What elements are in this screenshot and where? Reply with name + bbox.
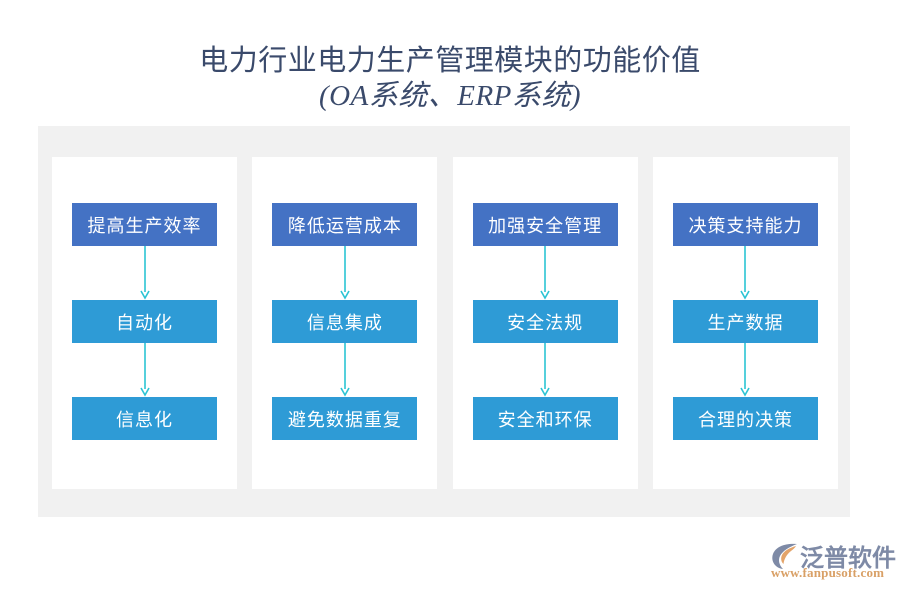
node-box-c1-level0[interactable]: 提高生产效率 [72, 203, 217, 246]
arrow-down-icon-c4-a [738, 246, 752, 300]
arrow-down-icon-c1-b [138, 343, 152, 397]
node-box-c3-level1[interactable]: 安全法规 [472, 300, 618, 343]
node-box-c3-level0[interactable]: 加强安全管理 [472, 203, 618, 246]
logo-wordmark: 泛普软件 [800, 546, 896, 572]
arrow-down-icon-c3-a [538, 246, 552, 300]
diagram-column-2: 降低运营成本 信息集成 避免数据重复 [252, 157, 438, 489]
fanpu-c-mark-icon [770, 542, 800, 570]
node-box-c3-level2[interactable]: 安全和环保 [472, 397, 618, 440]
page-title-line-2: (OA系统、ERP系统) [318, 80, 582, 113]
diagram-panel: 提高生产效率 自动化 信息化 降低运营成本 信息集成 [38, 126, 850, 517]
arrow-down-icon-c1-a [138, 246, 152, 300]
arrow-down-icon-c3-b [538, 343, 552, 397]
node-box-c2-level0[interactable]: 降低运营成本 [272, 203, 418, 246]
node-box-c4-level2[interactable]: 合理的决策 [672, 397, 818, 440]
node-box-c2-level1[interactable]: 信息集成 [272, 300, 418, 343]
node-box-c1-level2[interactable]: 信息化 [72, 397, 217, 440]
node-box-c2-level2[interactable]: 避免数据重复 [272, 397, 418, 440]
diagram-column-4: 决策支持能力 生产数据 合理的决策 [652, 157, 838, 489]
node-box-c4-level1[interactable]: 生产数据 [672, 300, 818, 343]
node-box-c4-level0[interactable]: 决策支持能力 [672, 203, 818, 246]
brand-logo: 泛普软件 www.fanpusoft.com [770, 538, 896, 582]
arrow-down-icon-c4-b [738, 343, 752, 397]
logo-url: www.fanpusoft.com [771, 565, 885, 580]
node-box-c1-level1[interactable]: 自动化 [72, 300, 217, 343]
arrow-down-icon-c2-a [338, 246, 352, 300]
arrow-down-icon-c2-b [338, 343, 352, 397]
diagram-column-1: 提高生产效率 自动化 信息化 [52, 157, 237, 489]
diagram-column-3: 加强安全管理 安全法规 安全和环保 [452, 157, 638, 489]
page-title-line-1: 电力行业电力生产管理模块的功能价值 [199, 45, 701, 77]
page-title: 电力行业电力生产管理模块的功能价值 (OA系统、ERP系统) [0, 44, 900, 115]
